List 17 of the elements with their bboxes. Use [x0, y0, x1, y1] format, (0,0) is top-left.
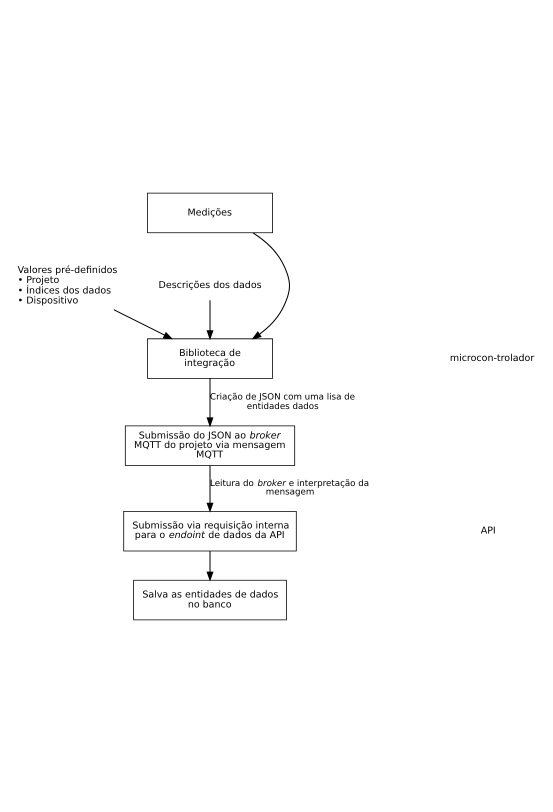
arrow [206, 550, 214, 582]
node-box: Medições [147, 192, 273, 233]
node-box: Biblioteca de integração [147, 338, 273, 378]
node-box: Salva as entidades de dados no banco [133, 579, 287, 620]
arrow [206, 465, 214, 512]
edge-label: Criação de JSON com uma lisa de entidades dados [210, 392, 356, 412]
arrow [206, 300, 214, 340]
arrow [114, 308, 174, 339]
arrow [252, 232, 290, 340]
label: microcon-trolador [450, 352, 534, 364]
node-box: Submissão via requisição interna para o endoint de dados da API [123, 510, 297, 551]
edge-label: Leitura do broker e interpretação da mensagem [210, 478, 370, 498]
node-text: Valores pré-definidos • Projeto • Índices dos dados • Dispositivo [18, 264, 118, 306]
arrow [206, 378, 214, 427]
label: API [480, 525, 496, 536]
node-box: Submissão do JSON ao broker MQTT do projeto via mensagem MQTT [124, 425, 296, 466]
node-text: Descrições dos dados [158, 280, 262, 291]
